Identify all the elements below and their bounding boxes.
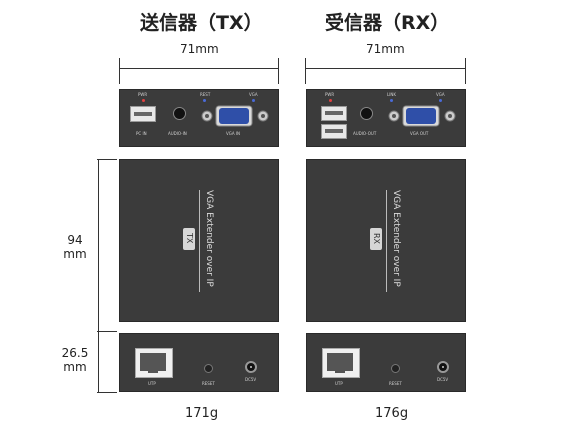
- rx-usb-port-2-icon: [321, 124, 347, 139]
- rx-pwr-led-icon: [329, 99, 332, 102]
- tx-vga-label: VGA IN: [226, 131, 241, 136]
- tx-width-tick-left: [119, 58, 120, 84]
- rx-led-vga-label: VGA: [436, 92, 445, 97]
- rx-reset-button-icon: [391, 364, 400, 373]
- tx-front-panel: PWR REST VGA PC IN AUDIO-IN VGA IN: [119, 89, 279, 147]
- tx-usb-label: PC IN: [136, 131, 147, 136]
- height-label: 26.5 mm: [61, 346, 89, 374]
- rx-dc-jack-icon: [437, 361, 449, 373]
- tx-badge: TX: [183, 228, 195, 250]
- tx-back-panel: UTP RESET DC5V: [119, 333, 279, 392]
- tx-audio-jack-icon: [173, 107, 186, 120]
- rx-led-pwr-label: PWR: [325, 92, 335, 97]
- tx-rest-led-icon: [203, 99, 206, 102]
- rx-vga-label: VGA OUT: [410, 131, 429, 136]
- rx-vga-led-icon: [439, 99, 442, 102]
- height-line: [98, 331, 99, 393]
- rx-dc-label: DC5V: [437, 377, 449, 382]
- tx-dc-label: DC5V: [245, 377, 257, 382]
- rx-utp-label: UTP: [335, 381, 343, 386]
- depth-tick-top: [97, 159, 117, 160]
- tx-audio-label: AUDIO-IN: [168, 131, 187, 136]
- depth-tick-bottom: [97, 331, 117, 332]
- tx-product-name: VGA Extender over IP: [204, 190, 214, 287]
- rx-rj45-port-icon: [322, 348, 360, 378]
- rx-audio-label: AUDIO-OUT: [353, 131, 377, 136]
- rx-title: 受信器（RX）: [325, 12, 450, 34]
- rx-front-panel: PWR LINK VGA AUDIO-OUT VGA OUT: [306, 89, 466, 147]
- tx-reset-label: RESET: [202, 381, 215, 386]
- rx-led-link-label: LINK: [387, 92, 397, 97]
- tx-width-line: [119, 68, 278, 69]
- tx-vga-port-icon: [201, 105, 269, 127]
- depth-label: 94 mm: [63, 233, 87, 261]
- rx-vga-port-icon: [388, 105, 456, 127]
- tx-dc-jack-icon: [245, 361, 257, 373]
- rx-badge-text: RX: [372, 233, 381, 245]
- rx-reset-label: RESET: [389, 381, 402, 386]
- rx-width-label: 71mm: [366, 42, 405, 56]
- rx-product-name: VGA Extender over IP: [391, 190, 401, 287]
- tx-title: 送信器（TX）: [140, 12, 263, 34]
- tx-badge-text: TX: [185, 233, 194, 244]
- tx-usb-port-icon: [130, 106, 156, 122]
- tx-led-vga-label: VGA: [249, 92, 258, 97]
- tx-rj45-port-icon: [135, 348, 173, 378]
- height-tick-bottom: [97, 392, 117, 393]
- rx-badge: RX: [370, 228, 382, 250]
- rx-width-tick-left: [305, 58, 306, 84]
- rx-back-panel: UTP RESET DC5V: [306, 333, 466, 392]
- tx-pwr-led-icon: [142, 99, 145, 102]
- tx-utp-label: UTP: [148, 381, 156, 386]
- tx-top-panel: VGA Extender over IP TX: [119, 159, 279, 322]
- tx-reset-button-icon: [204, 364, 213, 373]
- rx-width-tick-right: [465, 58, 466, 84]
- depth-line: [98, 159, 99, 332]
- rx-top-divider: [386, 190, 387, 292]
- tx-width-tick-right: [278, 58, 279, 84]
- tx-led-rest-label: REST: [200, 92, 211, 97]
- rx-usb-port-1-icon: [321, 106, 347, 121]
- tx-top-divider: [199, 190, 200, 292]
- tx-weight: 171g: [185, 406, 219, 421]
- tx-width-label: 71mm: [180, 42, 219, 56]
- rx-weight: 176g: [375, 406, 409, 421]
- rx-link-led-icon: [390, 99, 393, 102]
- tx-vga-led-icon: [252, 99, 255, 102]
- tx-led-pwr-label: PWR: [138, 92, 148, 97]
- rx-audio-jack-icon: [360, 107, 373, 120]
- rx-width-line: [305, 68, 465, 69]
- rx-top-panel: VGA Extender over IP RX: [306, 159, 466, 322]
